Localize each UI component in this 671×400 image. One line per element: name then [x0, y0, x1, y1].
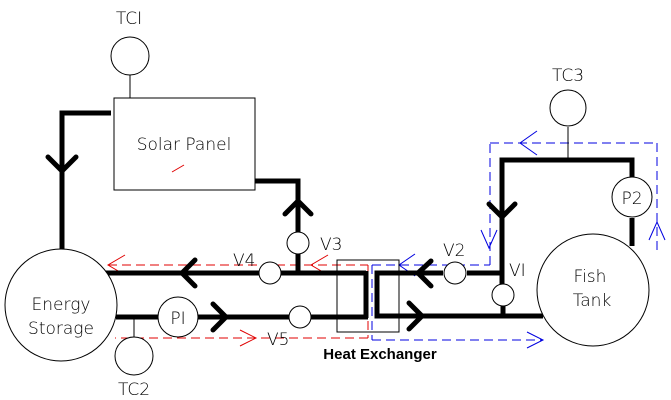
arrow-up-v3	[282, 198, 314, 217]
pipe-solar-to-v3	[255, 178, 301, 232]
v5-label: V5	[267, 330, 289, 350]
red-arrow-right	[239, 329, 258, 347]
tc3-sensor[interactable]: TC3	[549, 66, 587, 127]
valve-v1[interactable]: VI	[491, 261, 526, 307]
solar-panel-label: Solar Panel	[137, 135, 232, 155]
fish-tank[interactable]: Fish Tank	[536, 233, 650, 347]
blue-arrow-left-top	[519, 130, 538, 156]
arrow-down-solar-storage	[45, 154, 79, 174]
arrow-left-top-hot	[179, 257, 198, 289]
pipe-arrows	[45, 154, 518, 333]
arrow-right-fish	[406, 300, 425, 332]
solar-panel[interactable]: Solar Panel	[113, 97, 256, 191]
pipe-top-loop	[499, 157, 635, 286]
v3-label: V3	[320, 235, 342, 255]
v4-label: V4	[233, 251, 255, 271]
pump-p2[interactable]: P2	[611, 176, 653, 218]
energy-storage-tank[interactable]: Energy Storage	[4, 248, 118, 362]
tc2-label: TC2	[118, 380, 150, 400]
pipe-solar-to-storage	[59, 110, 111, 257]
tc1-label: TCI	[116, 9, 142, 29]
tc2-sensor[interactable]: TC2	[114, 317, 154, 400]
arrow-right-bottom-hot	[210, 301, 229, 333]
v1-label: VI	[509, 261, 526, 281]
valve-v4[interactable]: V4	[233, 251, 282, 285]
pipe-hx-right-loop	[374, 270, 543, 319]
valve-v2[interactable]: V2	[443, 241, 467, 285]
tc1-sensor[interactable]: TCI	[110, 9, 150, 98]
energy-storage-label-1: Energy	[32, 295, 91, 315]
arrow-left-fish	[415, 258, 434, 289]
valve-v3[interactable]: V3	[286, 231, 342, 255]
blue-arrow-down	[480, 229, 498, 250]
p2-label: P2	[621, 189, 642, 209]
p1-label: PI	[170, 309, 185, 329]
heat-exchanger[interactable]: Heat Exchanger	[323, 259, 437, 363]
blue-arrow-right	[526, 331, 545, 349]
valve-v5[interactable]: V5	[267, 305, 312, 350]
tc3-label: TC3	[552, 66, 584, 86]
blue-arrow-up	[648, 220, 666, 241]
heat-exchanger-label: Heat Exchanger	[323, 346, 437, 363]
energy-storage-label-2: Storage	[28, 319, 94, 339]
fish-tank-label-1: Fish	[574, 267, 607, 287]
pump-p1[interactable]: PI	[157, 296, 199, 338]
fish-tank-label-2: Tank	[573, 291, 612, 311]
arrow-down-fish-loop	[486, 201, 518, 220]
v2-label: V2	[443, 241, 465, 261]
red-mark	[171, 164, 185, 173]
